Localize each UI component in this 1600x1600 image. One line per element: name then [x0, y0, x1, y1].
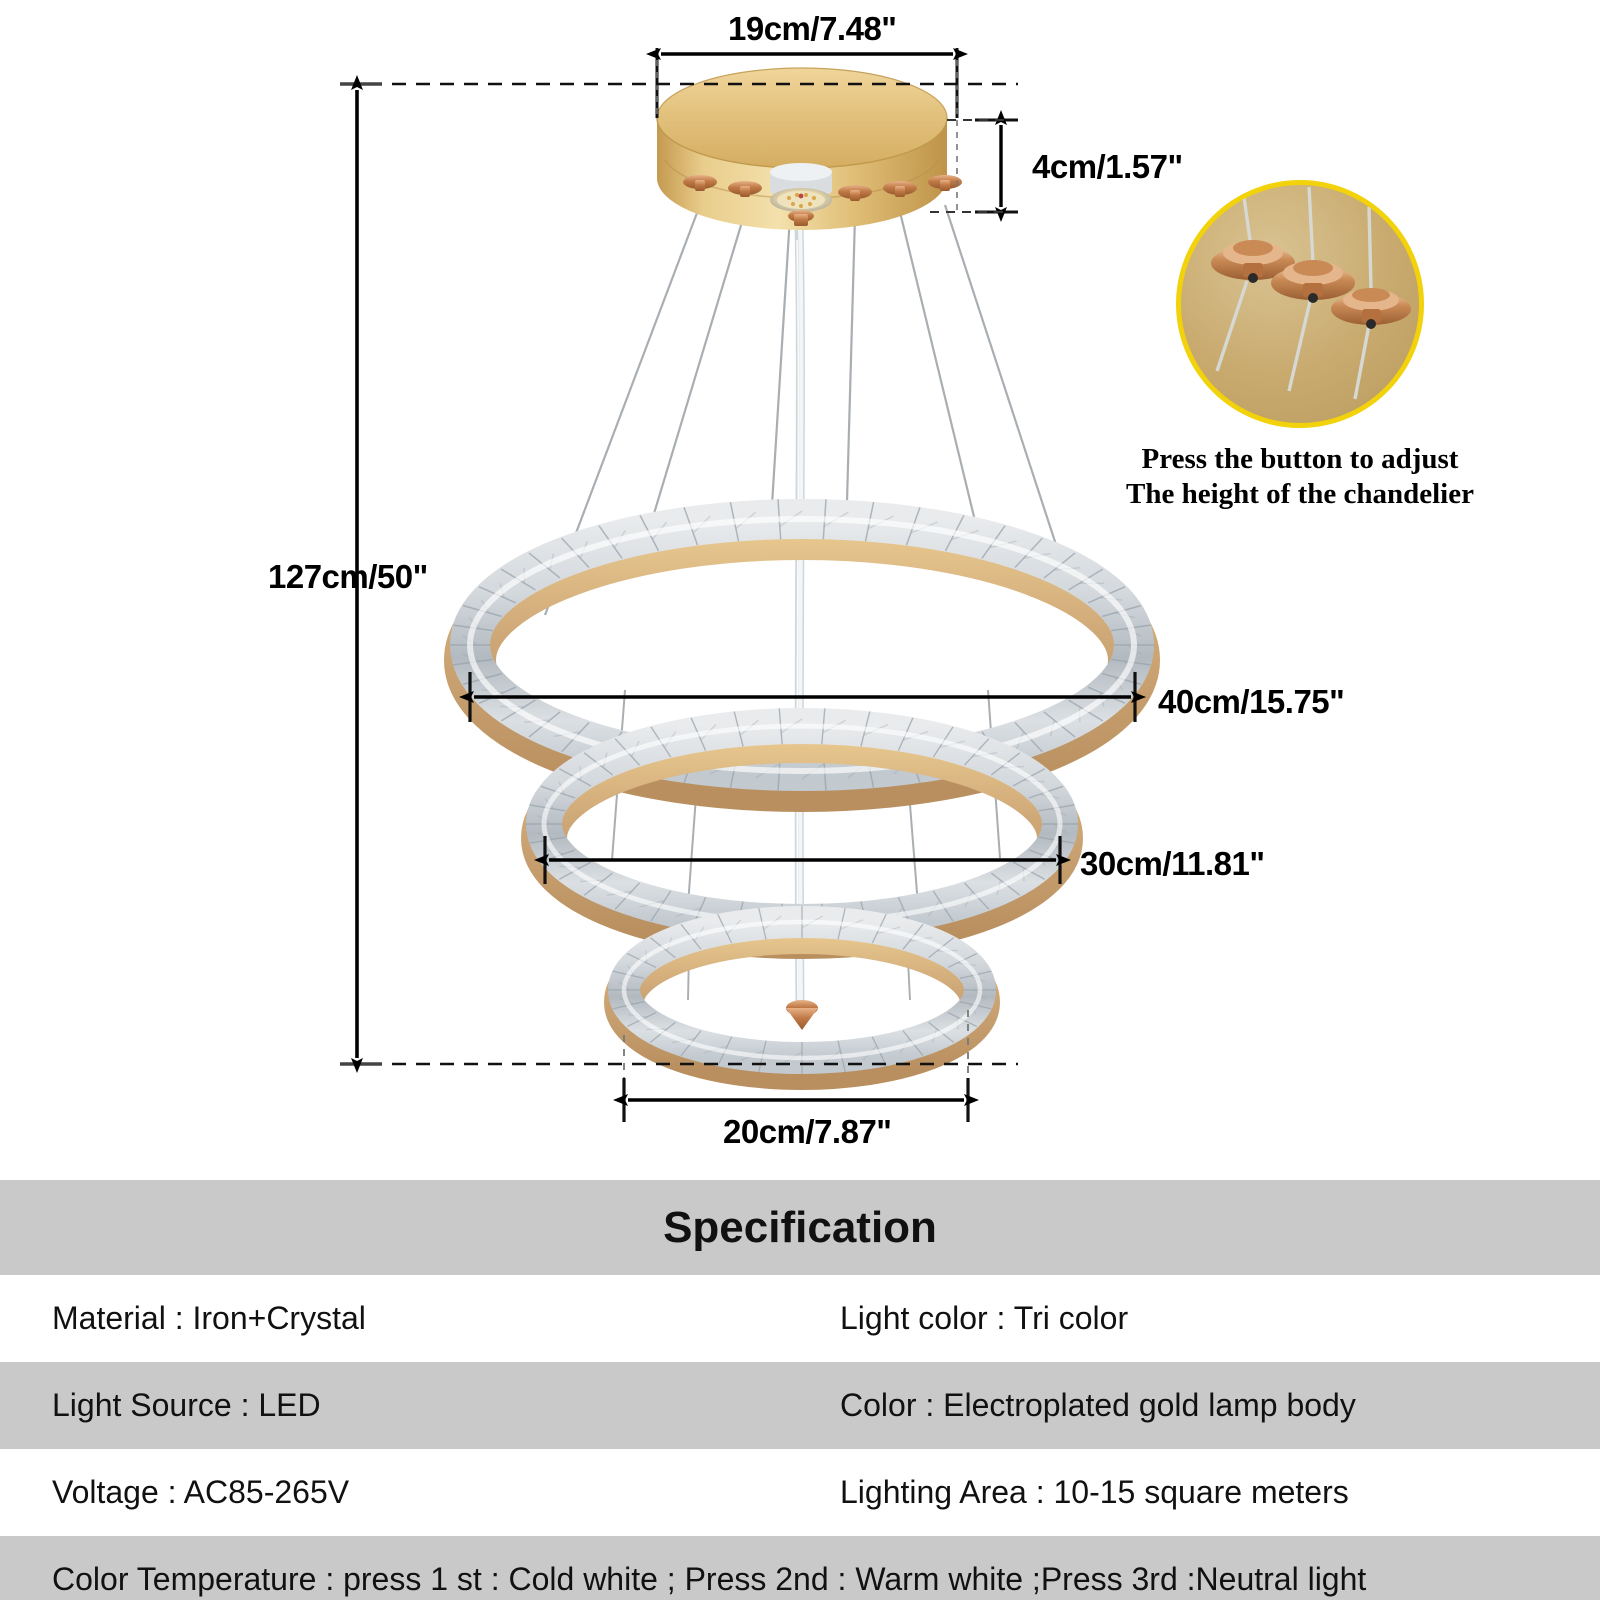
dimension-lines [340, 48, 1146, 1122]
spec-title: Specification [0, 1180, 1600, 1275]
spec-row-color-temperature: Color Temperature : press 1 st : Cold wh… [0, 1536, 1600, 1600]
led-module [770, 163, 832, 226]
spec-cell-voltage: Voltage : AC85-265V [52, 1474, 350, 1510]
callout-caption-line2: The height of the chandelier [1126, 478, 1474, 510]
adjuster-button-1 [1211, 240, 1295, 283]
spec-cell-lighting-area: Lighting Area : 10-15 square meters [840, 1474, 1349, 1510]
spec-cell-color: Color : Electroplated gold lamp body [840, 1387, 1356, 1423]
adjuster-detail-svg [1211, 186, 1411, 400]
diagram-svg [340, 48, 1160, 1122]
callout-caption-line1: Press the button to adjust [1141, 443, 1459, 475]
callout-circle [1176, 180, 1424, 428]
ceiling-canopy [656, 67, 948, 230]
spec-cell-material: Material : Iron+Crystal [52, 1300, 366, 1336]
dim-label-total-height: 127cm/50" [268, 558, 428, 595]
dim-label-canopy-width: 19cm/7.48" [728, 10, 897, 47]
spec-cell-light-color: Light color : Tri color [840, 1300, 1129, 1336]
crystal-ring-large [444, 499, 1160, 812]
spec-cell-light-source: Light Source : LED [52, 1387, 321, 1423]
suspension-cables-low [687, 899, 911, 1001]
canopy-cable-anchors [683, 175, 962, 201]
specification-table: Specification Material : Iron+Crystal Li… [0, 1180, 1600, 1600]
dim-label-ring-medium: 30cm/11.81" [1080, 845, 1265, 882]
dim-label-canopy-height: 4cm/1.57" [1032, 148, 1183, 185]
crystal-ring-small [604, 906, 1000, 1090]
dim-label-ring-large: 40cm/15.75" [1158, 683, 1345, 720]
power-cord [794, 224, 805, 1011]
adjuster-cables [1215, 186, 1373, 400]
suspension-cables [543, 204, 1080, 616]
dim-label-ring-small: 20cm/7.87" [723, 1113, 892, 1150]
spec-cell-color-temperature: Color Temperature : press 1 st : Cold wh… [52, 1561, 1367, 1597]
spec-row-material: Material : Iron+Crystal Light color : Tr… [0, 1275, 1600, 1362]
chandelier-diagram: 19cm/7.48" 127cm/50" 4cm/1.57" 40cm/15.7… [268, 10, 1474, 1150]
adjuster-button-3 [1331, 288, 1411, 329]
crystal-ring-medium [521, 708, 1083, 959]
suspension-cables-mid [611, 689, 1001, 906]
spec-row-light-source: Light Source : LED Color : Electroplated… [0, 1362, 1600, 1449]
adjuster-button-2 [1271, 260, 1355, 303]
spec-row-voltage: Voltage : AC85-265V Lighting Area : 10-1… [0, 1449, 1600, 1536]
height-adjuster-callout [1176, 180, 1424, 428]
